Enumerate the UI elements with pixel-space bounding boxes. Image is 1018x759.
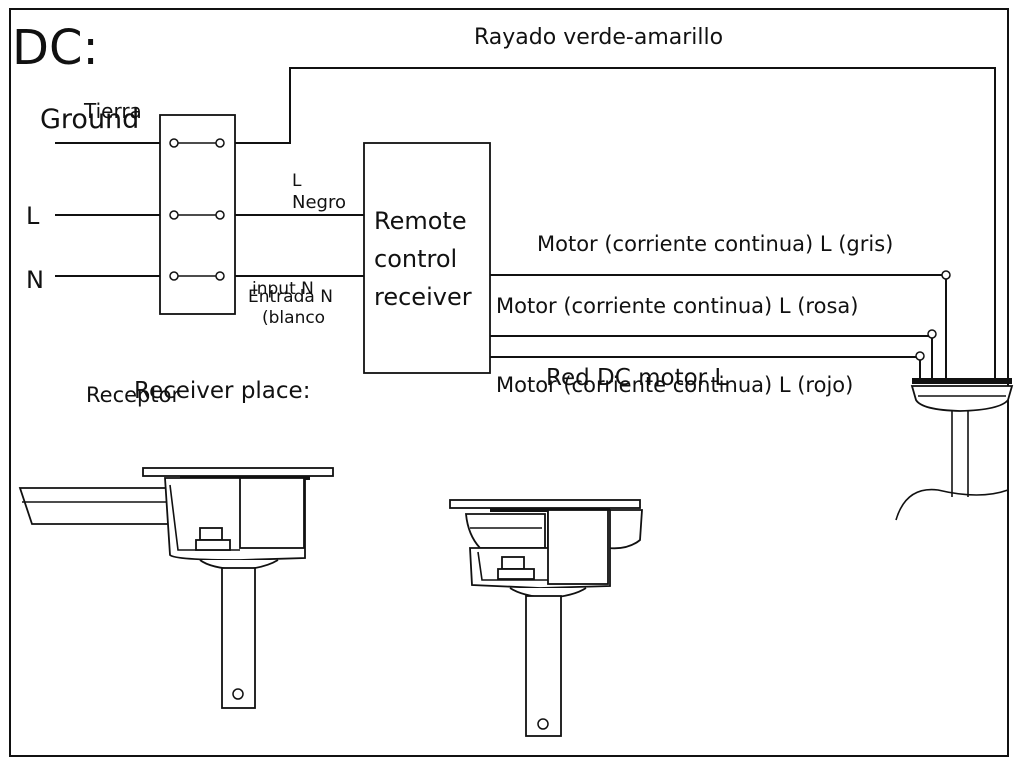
- ground-wire: [235, 67, 996, 378]
- input-n-label-es: Entrada N: [248, 287, 333, 307]
- receiver-label-line2: control: [374, 245, 457, 273]
- l-output-label: L: [292, 171, 302, 191]
- ground-label-es: Tierra: [83, 99, 142, 123]
- receiver-place-label-es: Receptor: [86, 383, 180, 407]
- receiver-mount-middle-icon: [449, 499, 643, 737]
- motor-gray-label: Motor (corriente continua) L (gris): [537, 232, 893, 256]
- input-n-label-es2: (blanco: [262, 308, 325, 328]
- terminal-connectors: [169, 138, 225, 281]
- n-terminal-label: N: [26, 266, 44, 294]
- diagram-heading: DC:: [12, 20, 99, 76]
- ground-label-en: Ground: [40, 104, 139, 135]
- motor-wires: [490, 270, 951, 378]
- l-terminal-label: L: [26, 202, 40, 230]
- receiver-mount-left-icon: [18, 467, 334, 709]
- receiver-label-line3: receiver: [374, 283, 472, 311]
- ground-wire-label: Rayado verde-amarillo: [474, 25, 723, 50]
- l-output-label-es: Negro: [292, 192, 346, 213]
- receiver-place-label-en: Receiver place:: [134, 378, 310, 404]
- receiver-label-line1: Remote: [374, 207, 467, 235]
- motor-red-label-es: Motor (corriente continua) L (rojo): [496, 373, 853, 397]
- remote-control-receiver: [363, 142, 491, 374]
- motor-red-label-en: Red DC motor L: [546, 365, 727, 391]
- fan-motor-canopy-icon: [895, 378, 1014, 521]
- motor-pink-label: Motor (corriente continua) L (rosa): [496, 294, 858, 318]
- input-n-label: input N: [252, 279, 314, 299]
